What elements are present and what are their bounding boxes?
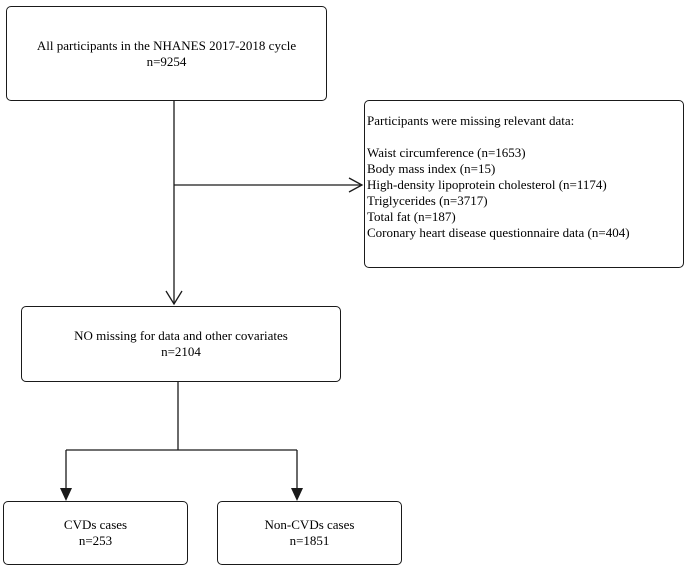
non-cvd-cases-box: Non-CVDs cases n=1851 (217, 501, 402, 565)
included-title: NO missing for data and other covariates (74, 328, 288, 343)
cvd-cases-box: CVDs cases n=253 (3, 501, 188, 565)
included-participants-box: NO missing for data and other covariates… (21, 306, 341, 382)
all-participants-title: All participants in the NHANES 2017-2018… (36, 37, 297, 53)
cvd-cases-title: CVDs cases (63, 517, 128, 532)
missing-item-triglycerides: Triglycerides (n=3717) (367, 193, 488, 208)
missing-data-heading: Participants were missing relevant data: (367, 113, 575, 128)
missing-item-hdl: High-density lipoprotein cholesterol (n=… (367, 177, 607, 192)
all-participants-box: All participants in the NHANES 2017-2018… (6, 6, 327, 101)
missing-item-bmi: Body mass index (n=15) (367, 161, 496, 176)
cvd-cases-count: n=253 (78, 533, 113, 548)
missing-item-waist: Waist circumference (n=1653) (367, 145, 526, 160)
missing-item-total-fat: Total fat (n=187) (367, 209, 456, 224)
missing-item-chd-questionnaire: Coronary heart disease questionnaire dat… (367, 225, 630, 240)
non-cvd-cases-title: Non-CVDs cases (264, 517, 355, 532)
missing-data-spacer (367, 129, 683, 145)
all-participants-count: n=9254 (146, 53, 187, 69)
right-arrowhead (291, 488, 303, 501)
left-arrowhead (60, 488, 72, 501)
non-cvd-cases-count: n=1851 (289, 533, 330, 548)
included-count: n=2104 (161, 344, 201, 359)
trunk-arrowhead (165, 290, 183, 306)
exclusion-arrowhead (348, 177, 364, 193)
missing-data-box: Participants were missing relevant data:… (364, 100, 684, 268)
